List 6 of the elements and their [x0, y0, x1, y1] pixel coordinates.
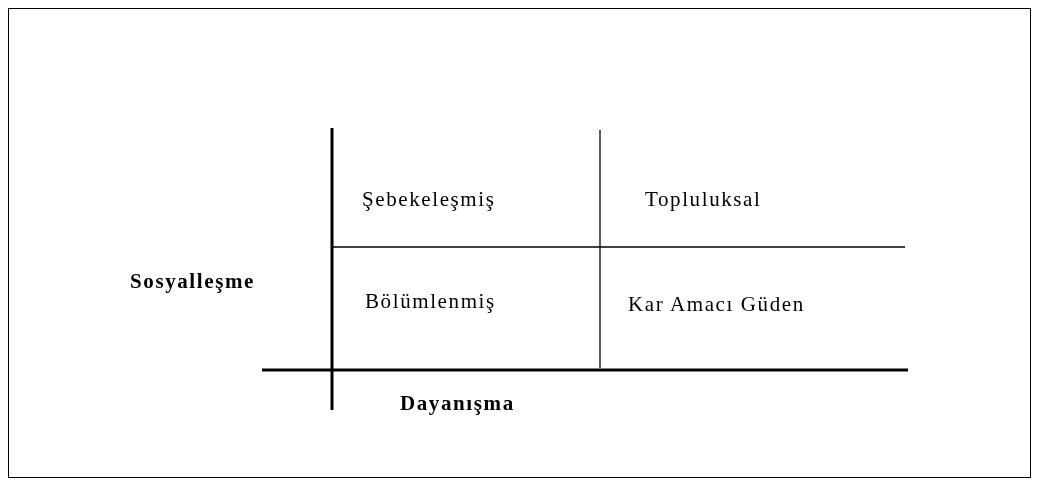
quadrant-label: Topluluksal [645, 189, 762, 210]
quadrant-label: Kar Amacı Güden [628, 294, 805, 315]
quadrant-label: Bölümlenmiş [365, 291, 496, 312]
axis-title: Dayanışma [400, 393, 515, 414]
axis-title: Sosyalleşme [130, 271, 255, 292]
quadrant-label: Şebekeleşmiş [362, 189, 496, 210]
